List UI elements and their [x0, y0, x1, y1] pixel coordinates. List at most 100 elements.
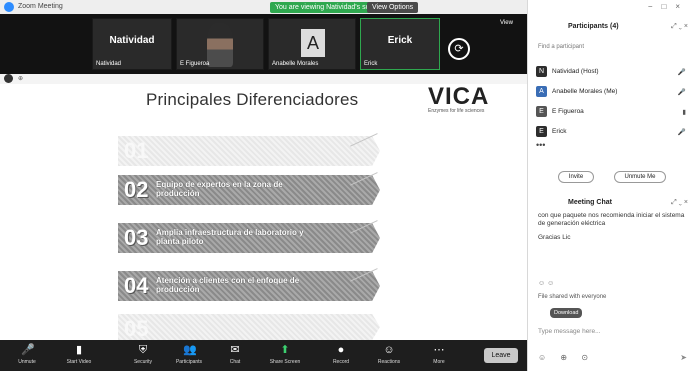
- participant-name: Natividad (Host): [552, 68, 599, 75]
- tile-name: Erick: [364, 61, 378, 67]
- gear-icon[interactable]: [4, 74, 13, 83]
- avatar: E: [536, 106, 547, 117]
- button-label: Start Video: [66, 359, 92, 365]
- video-gallery: Natividad Natividad E Figueroa A Anabell…: [0, 14, 527, 74]
- share-notice-pill: You are viewing Natividad's screen: [270, 2, 389, 13]
- participants-title: Participants (4): [568, 23, 619, 30]
- avatar: N: [536, 66, 547, 77]
- share-screen-icon: ⬆: [280, 344, 290, 356]
- leave-button[interactable]: Leave: [484, 348, 518, 363]
- participant-row[interactable]: E Erick 🎤: [536, 126, 688, 140]
- differentiator-04: 04 Atención a clientes con el enfoque de…: [118, 271, 380, 301]
- unmute-me-button[interactable]: Unmute Me: [614, 171, 666, 183]
- video-tile-anabelle[interactable]: A Anabelle Morales: [268, 18, 356, 70]
- zoom-ratio-icon[interactable]: ⊕: [18, 76, 24, 82]
- mic-muted-icon: 🎤: [677, 89, 686, 96]
- logo-tagline: Enzymes for life sciences: [428, 108, 485, 114]
- mic-muted-icon: 🎤: [677, 129, 686, 136]
- chat-tools-icon[interactable]: ☺ ⊕ ⊙: [538, 353, 595, 362]
- camera-icon: ▮: [682, 109, 686, 116]
- button-label: Participants: [175, 359, 203, 365]
- zoom-logo-icon: [4, 2, 14, 12]
- record-icon: ●: [337, 344, 345, 356]
- gallery-next-icon[interactable]: ⟳: [448, 38, 470, 60]
- download-chip[interactable]: Download: [550, 308, 583, 318]
- reactions-button[interactable]: ☺ Reactions: [366, 342, 412, 369]
- shield-icon: ⛨: [138, 344, 148, 356]
- chat-icon: ✉: [230, 344, 240, 356]
- button-label: Chat: [229, 359, 241, 365]
- participant-name: Erick: [552, 128, 567, 135]
- gallery-view-button[interactable]: View: [500, 20, 513, 26]
- share-toolbar: ⊕: [0, 74, 527, 84]
- find-participant-input[interactable]: Find a participant: [538, 44, 585, 50]
- participant-name: E Figueroa: [552, 108, 584, 115]
- item-text: Equipo de expertos en la zona de producc…: [156, 180, 283, 198]
- video-tile-natividad[interactable]: Natividad Natividad: [92, 18, 172, 70]
- participant-row[interactable]: E E Figueroa ▮: [536, 106, 688, 120]
- record-button[interactable]: ● Record: [318, 342, 364, 369]
- button-label: Security: [133, 359, 153, 365]
- panel-popout-icon[interactable]: ⤢ ⌄ ×: [671, 23, 688, 30]
- differentiator-05: 05: [118, 314, 380, 340]
- participant-name: Anabelle Morales (Me): [552, 88, 618, 95]
- avatar: A: [536, 86, 547, 97]
- button-label: Share Screen: [269, 359, 301, 365]
- chat-messages: con que paquete nos recomienda iniciar e…: [538, 212, 688, 248]
- differentiator-02: 02 Equipo de expertos en la zona de prod…: [118, 175, 380, 205]
- security-button[interactable]: ⛨ Security: [120, 342, 166, 369]
- button-label: Record: [332, 359, 350, 365]
- differentiator-01: 01: [118, 136, 380, 166]
- participant-row[interactable]: A Anabelle Morales (Me) 🎤: [536, 86, 688, 100]
- differentiator-03: 03 Amplia infraestructura de laboratorio…: [118, 223, 380, 253]
- mic-muted-icon: 🎤: [677, 69, 686, 76]
- chat-file-line: File shared with everyone: [538, 294, 607, 300]
- start-video-button[interactable]: ▮ Start Video: [56, 342, 102, 369]
- meeting-area: Zoom Meeting You are viewing Natividad's…: [0, 0, 527, 371]
- invite-button[interactable]: Invite: [558, 171, 594, 183]
- participants-icon: 👥: [183, 344, 197, 356]
- share-screen-button[interactable]: ⬆ Share Screen: [262, 342, 308, 369]
- video-tile-figueroa[interactable]: E Figueroa: [176, 18, 264, 70]
- video-tile-erick[interactable]: Erick Erick: [360, 18, 440, 70]
- reaction-icons[interactable]: ☺ ☺: [538, 280, 555, 287]
- chat-input[interactable]: Type message here...: [538, 328, 601, 335]
- send-icon[interactable]: ➤: [680, 353, 687, 362]
- meeting-toolbar: 🎤 Unmute ▮ Start Video ⛨ Security 👥 Part…: [0, 340, 527, 371]
- more-button[interactable]: ⋯ More: [416, 342, 462, 369]
- button-label: Reactions: [377, 359, 401, 365]
- shared-slide: Principales Diferenciadores VICA Enzymes…: [0, 84, 527, 340]
- item-number: 01: [124, 138, 149, 163]
- participants-button[interactable]: 👥 Participants: [166, 342, 212, 369]
- item-number: 04: [124, 273, 149, 298]
- chat-popout-icon[interactable]: ⤢ ⌄ ×: [671, 199, 688, 206]
- logo-brand: VICA: [428, 83, 490, 110]
- more-participants-icon[interactable]: •••: [536, 140, 546, 150]
- chat-header: Meeting Chat ⤢ ⌄ ×: [528, 196, 693, 210]
- camera-icon: ▮: [75, 344, 83, 356]
- microphone-icon: 🎤: [21, 344, 35, 356]
- participant-video: [207, 23, 233, 67]
- window-title: Zoom Meeting: [18, 3, 63, 10]
- slide-title: Principales Diferenciadores: [146, 90, 359, 109]
- side-panel: −□× Participants (4) ⤢ ⌄ × Find a partic…: [527, 0, 693, 371]
- participant-row[interactable]: N Natividad (Host) 🎤: [536, 66, 688, 80]
- chat-message: con que paquete nos recomienda iniciar e…: [538, 212, 685, 227]
- button-label: Unmute: [18, 359, 36, 365]
- window-controls[interactable]: −□×: [647, 2, 689, 11]
- reactions-icon: ☺: [383, 344, 395, 356]
- title-bar: Zoom Meeting You are viewing Natividad's…: [0, 0, 527, 14]
- tile-name: Natividad: [96, 61, 122, 67]
- chat-button[interactable]: ✉ Chat: [212, 342, 258, 369]
- tile-label: Erick: [387, 35, 413, 46]
- chat-title: Meeting Chat: [568, 199, 612, 206]
- tile-label: Natividad: [109, 35, 155, 46]
- view-options-button[interactable]: View Options: [367, 2, 419, 13]
- item-number: 05: [124, 316, 149, 341]
- unmute-button[interactable]: 🎤 Unmute: [4, 342, 50, 369]
- item-number: 02: [124, 177, 149, 202]
- participants-header: Participants (4) ⤢ ⌄ ×: [528, 20, 693, 34]
- tile-name: Anabelle Morales: [272, 61, 319, 67]
- avatar: A: [301, 29, 325, 57]
